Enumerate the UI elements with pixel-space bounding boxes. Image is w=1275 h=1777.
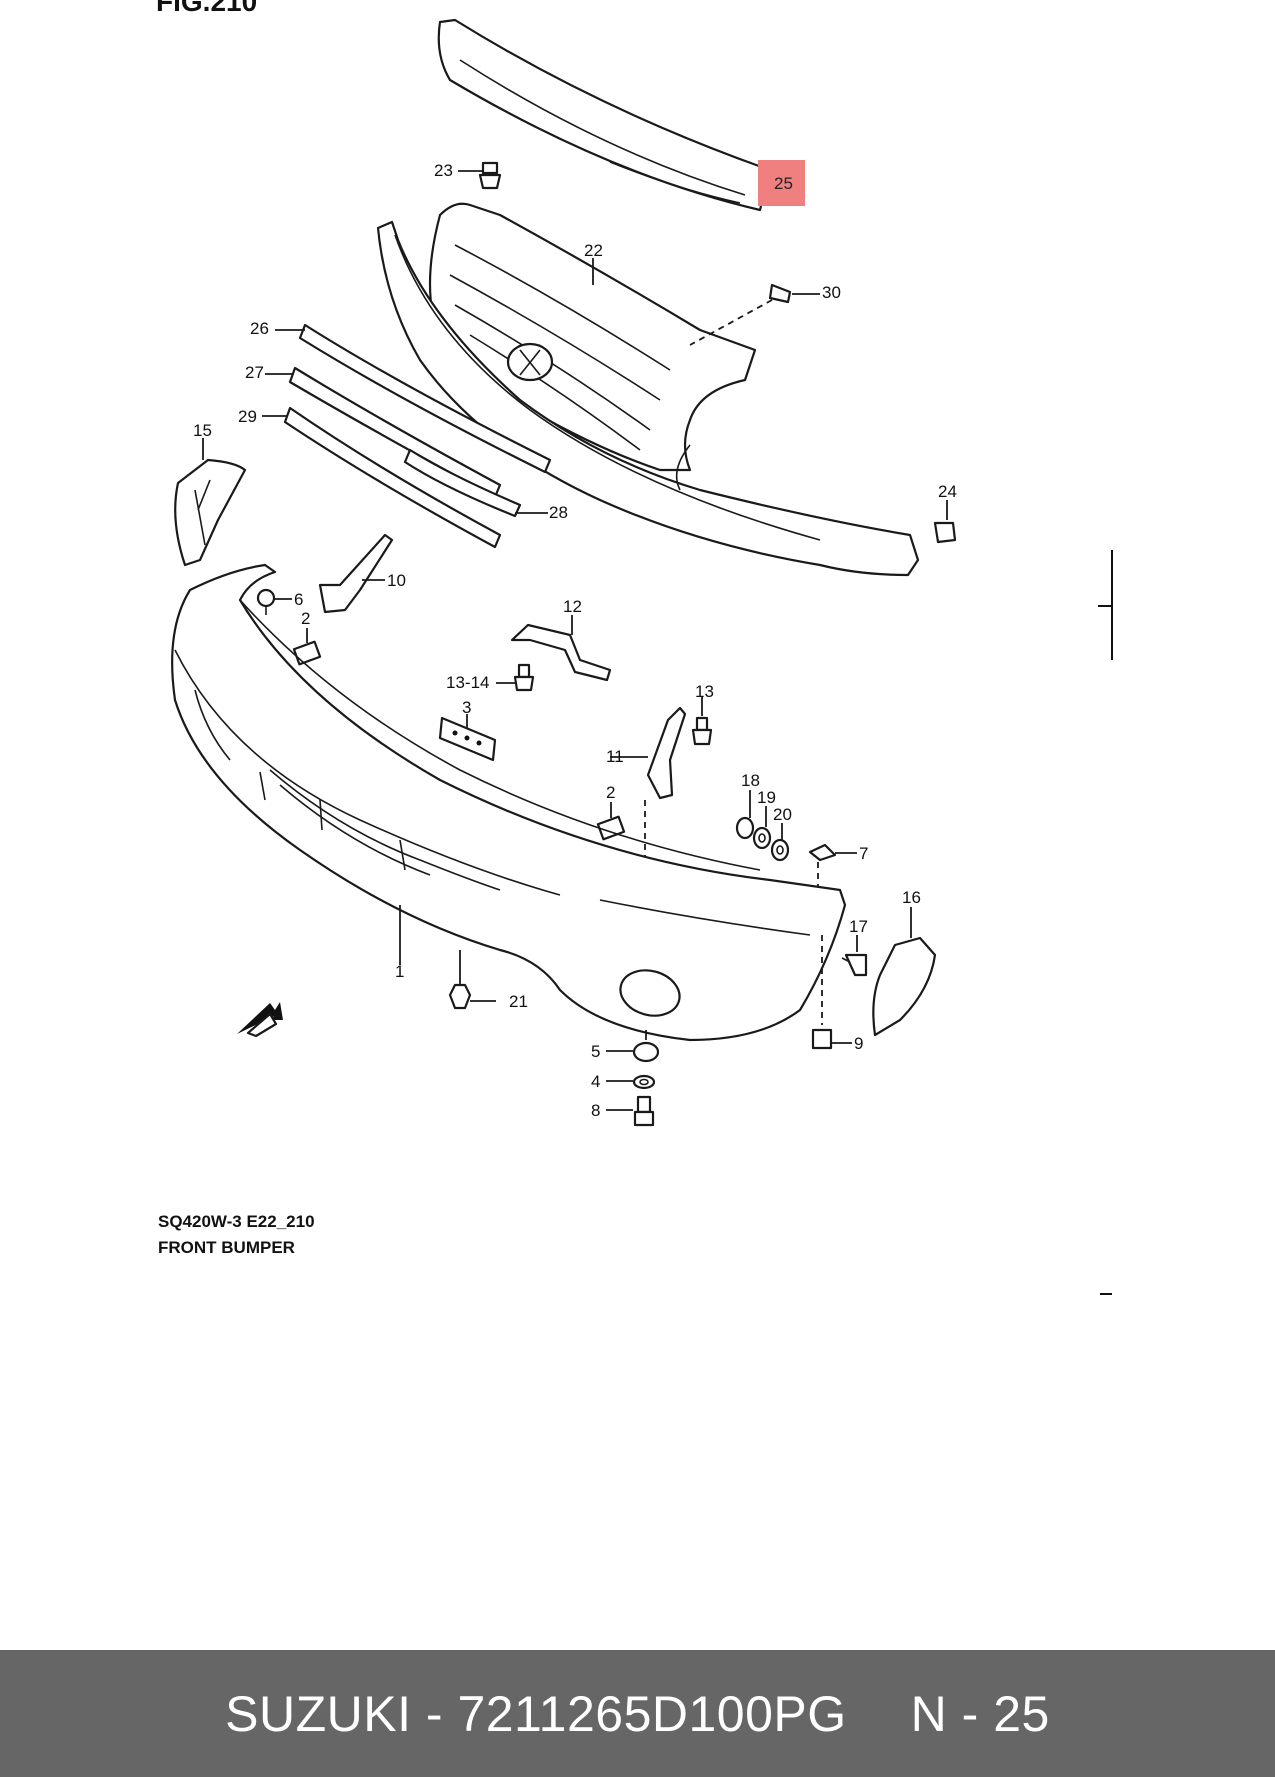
part-13-14-bolt: [513, 663, 535, 692]
part-19-washer: [752, 826, 772, 850]
callout-20: 20: [773, 805, 792, 824]
caption-code: SQ420W-3 E22_210: [158, 1212, 315, 1231]
part-9-screw: [811, 935, 833, 1050]
part-24-screw: [933, 500, 957, 544]
crop-mark-bottom: [1100, 1293, 1112, 1295]
callout-5: 5: [591, 1042, 601, 1061]
crop-mark-vertical: [1111, 550, 1113, 660]
front-arrow-icon: [237, 1002, 283, 1038]
part-30-screw: [689, 283, 792, 346]
part-6-clip: [256, 588, 276, 615]
part-26-molding: [298, 323, 552, 474]
callout-10: 10: [387, 571, 406, 590]
part-1-bumper: [171, 563, 847, 1042]
callout-22: 22: [584, 241, 603, 260]
callout-7: 7: [859, 844, 869, 863]
part-5-grommet: [632, 1030, 660, 1063]
callout-6: 6: [294, 590, 304, 609]
callout-27: 27: [245, 363, 264, 382]
callout-8: 8: [591, 1101, 601, 1120]
exploded-view-drawing: [171, 18, 957, 1127]
footer-position: N - 25: [910, 1685, 1050, 1742]
callout-24: 24: [938, 482, 957, 501]
part-17-clip: [841, 953, 868, 977]
callout-13-14: 13-14: [446, 673, 490, 692]
figure-title: FIG.210: [156, 0, 258, 17]
callout-3: 3: [462, 698, 472, 717]
callout-15: 15: [193, 421, 212, 440]
crop-mark-tick: [1098, 605, 1112, 607]
callout-2-right: 2: [606, 783, 616, 802]
callout-18: 18: [741, 771, 760, 790]
callout-16: 16: [902, 888, 921, 907]
callout-11: 11: [606, 747, 624, 766]
parts-diagram: FIG.210 23 25 22 30 26 27 29 15 28 24 10…: [156, 0, 1113, 1295]
caption-name: FRONT BUMPER: [158, 1238, 295, 1257]
callout-9: 9: [854, 1034, 864, 1053]
part-13-bolt: [691, 716, 713, 746]
part-8-bolt: [633, 1095, 655, 1127]
callout-25-highlighted: 25: [758, 160, 805, 206]
part-21-clip: [448, 950, 472, 1010]
grille-frame: [376, 220, 920, 577]
footer-bar: SUZUKI - 7211265D100PG N - 25: [0, 1650, 1275, 1777]
part-2-pad-right: [596, 815, 626, 841]
callout-4: 4: [591, 1072, 601, 1091]
callout-19: 19: [757, 788, 776, 807]
part-18-nut: [735, 816, 755, 840]
part-3-plate: [438, 716, 497, 762]
callout-13: 13: [695, 682, 714, 701]
callout-17: 17: [849, 917, 868, 936]
callout-29: 29: [238, 407, 257, 426]
part-22-grille: [428, 202, 757, 472]
part-16-corner: [872, 936, 937, 1037]
callout-1: 1: [395, 962, 405, 981]
callout-30: 30: [822, 283, 841, 302]
callout-2-left: 2: [301, 609, 311, 628]
part-28-molding: [403, 448, 522, 518]
part-2-pad-left: [292, 640, 322, 666]
callout-12: 12: [563, 597, 582, 616]
callout-28: 28: [549, 503, 568, 522]
callout-23: 23: [434, 161, 453, 180]
footer-part-number: SUZUKI - 7211265D100PG: [225, 1685, 847, 1742]
callout-26: 26: [250, 319, 269, 338]
part-20-washer: [770, 838, 790, 862]
part-25-garnish: [437, 18, 772, 212]
part-12-bracket: [510, 623, 612, 682]
part-4-washer: [632, 1074, 656, 1090]
part-15-bracket: [174, 458, 247, 567]
part-23-clip: [478, 161, 502, 190]
callout-21: 21: [509, 992, 528, 1011]
part-10-bracket: [318, 533, 394, 614]
part-29-molding: [283, 406, 502, 549]
part-11-bracket: [644, 706, 687, 860]
